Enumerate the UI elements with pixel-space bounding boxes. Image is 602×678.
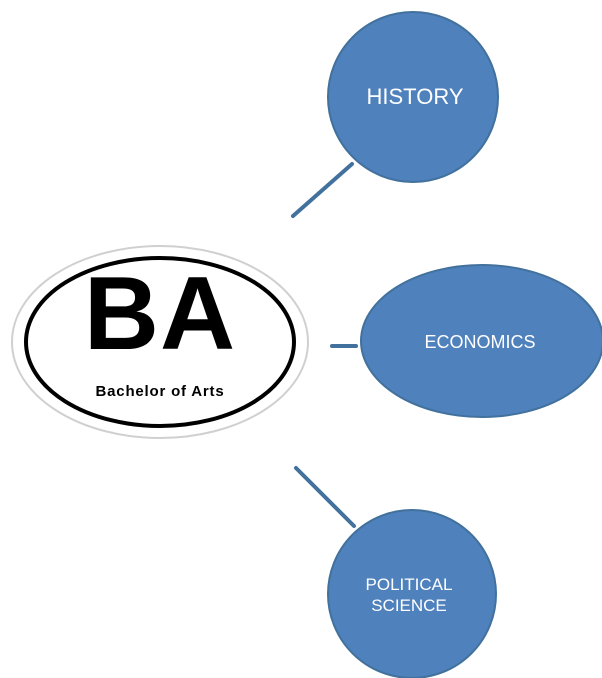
logo-ba-text: BA bbox=[83, 256, 237, 372]
node-history bbox=[327, 11, 499, 183]
logo-ring bbox=[24, 256, 296, 428]
node-label-political-science: POLITICAL SCIENCE bbox=[334, 560, 484, 630]
logo-subtitle: Bachelor of Arts bbox=[95, 383, 225, 400]
connector-history bbox=[291, 162, 354, 218]
ba-logo bbox=[11, 245, 309, 439]
node-political-science bbox=[327, 509, 497, 678]
node-label-line-2: SCIENCE bbox=[371, 596, 447, 615]
connector-political-science bbox=[294, 466, 356, 528]
node-label-economics: ECONOMICS bbox=[424, 331, 536, 352]
node-label-history: HISTORY bbox=[366, 84, 464, 110]
node-label-line-1: POLITICAL bbox=[365, 574, 453, 594]
node-economics bbox=[360, 264, 602, 418]
